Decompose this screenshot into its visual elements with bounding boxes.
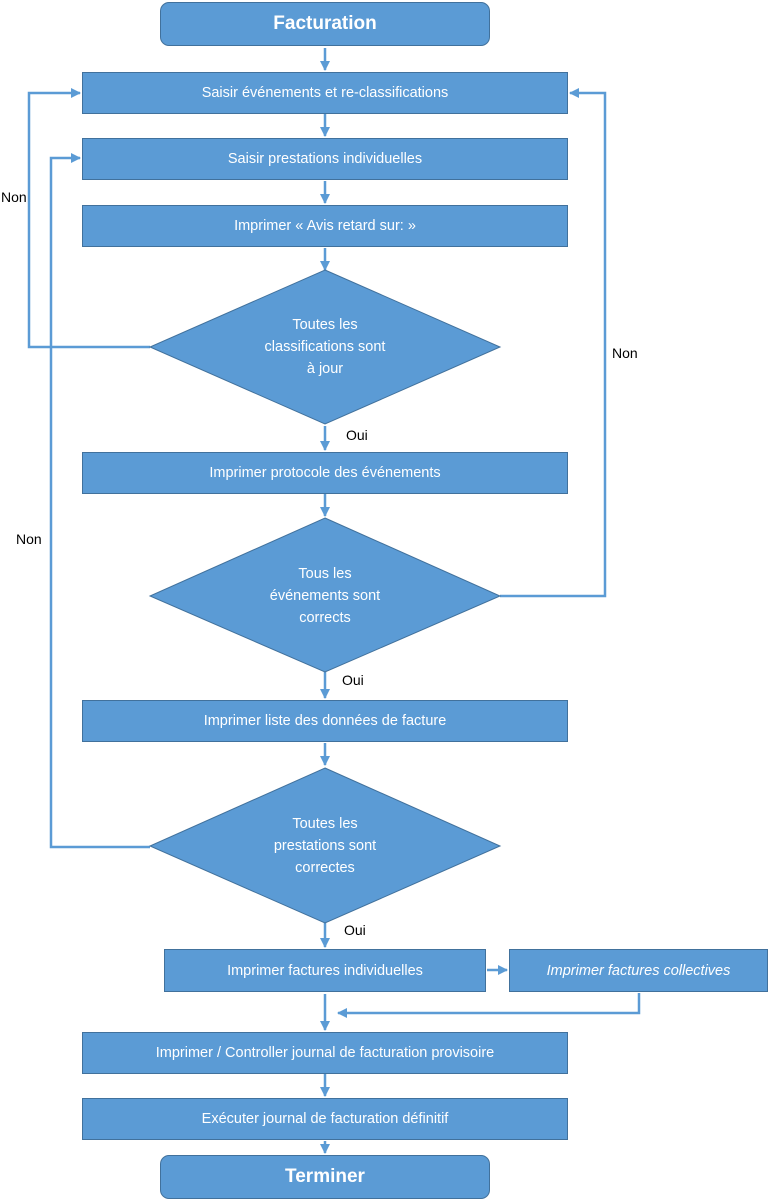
- step-saisir-evenements: Saisir événements et re-classifications: [82, 72, 568, 114]
- step-saisir-prestations: Saisir prestations individuelles: [82, 138, 568, 180]
- decision-line: Toutes les: [292, 317, 358, 333]
- label-oui-1: Oui: [346, 427, 368, 443]
- loop-d3-no-to-s2: [49, 153, 150, 849]
- decision-text-evenements: Tous les événements sont corrects: [225, 563, 425, 629]
- step-imprimer-factures-individuelles: Imprimer factures individuelles: [164, 949, 486, 992]
- decision-line: événements sont: [269, 588, 381, 604]
- step-imprimer-factures-collectives: Imprimer factures collectives: [509, 949, 768, 992]
- label-oui-3: Oui: [344, 922, 366, 938]
- decision-line: correctes: [295, 860, 355, 876]
- decision-text-prestations: Toutes les prestations sont correctes: [225, 813, 425, 879]
- step-journal-definitif: Exécuter journal de facturation définiti…: [82, 1098, 568, 1140]
- label-non-right: Non: [612, 345, 638, 361]
- label-non-left-bottom: Non: [16, 531, 42, 547]
- arrow-s6b-to-merge: [337, 993, 641, 1018]
- decision-line: Tous les: [298, 566, 352, 582]
- decision-diamond-prestations: [148, 767, 502, 924]
- decision-diamond-evenements: [148, 517, 502, 673]
- step-imprimer-protocole: Imprimer protocole des événements: [82, 452, 568, 494]
- loop-d1-no-to-s1: [27, 88, 150, 349]
- start-terminal: Facturation: [160, 2, 490, 46]
- decision-line: corrects: [299, 610, 351, 626]
- decision-diamond-classifications: [148, 269, 502, 425]
- step-imprimer-liste-donnees: Imprimer liste des données de facture: [82, 700, 568, 742]
- decision-line: classifications sont: [264, 339, 386, 355]
- end-terminal: Terminer: [160, 1155, 490, 1199]
- decision-line: à jour: [306, 361, 344, 377]
- decision-text-classifications: Toutes les classifications sont à jour: [225, 314, 425, 380]
- decision-line: prestations sont: [273, 838, 377, 854]
- label-oui-2: Oui: [342, 672, 364, 688]
- loop-d2-no-to-s1: [500, 88, 607, 598]
- decision-line: Toutes les: [292, 816, 358, 832]
- label-non-left-top: Non: [1, 189, 27, 205]
- step-imprimer-avis-retard: Imprimer « Avis retard sur: »: [82, 205, 568, 247]
- step-journal-provisoire: Imprimer / Controller journal de factura…: [82, 1032, 568, 1074]
